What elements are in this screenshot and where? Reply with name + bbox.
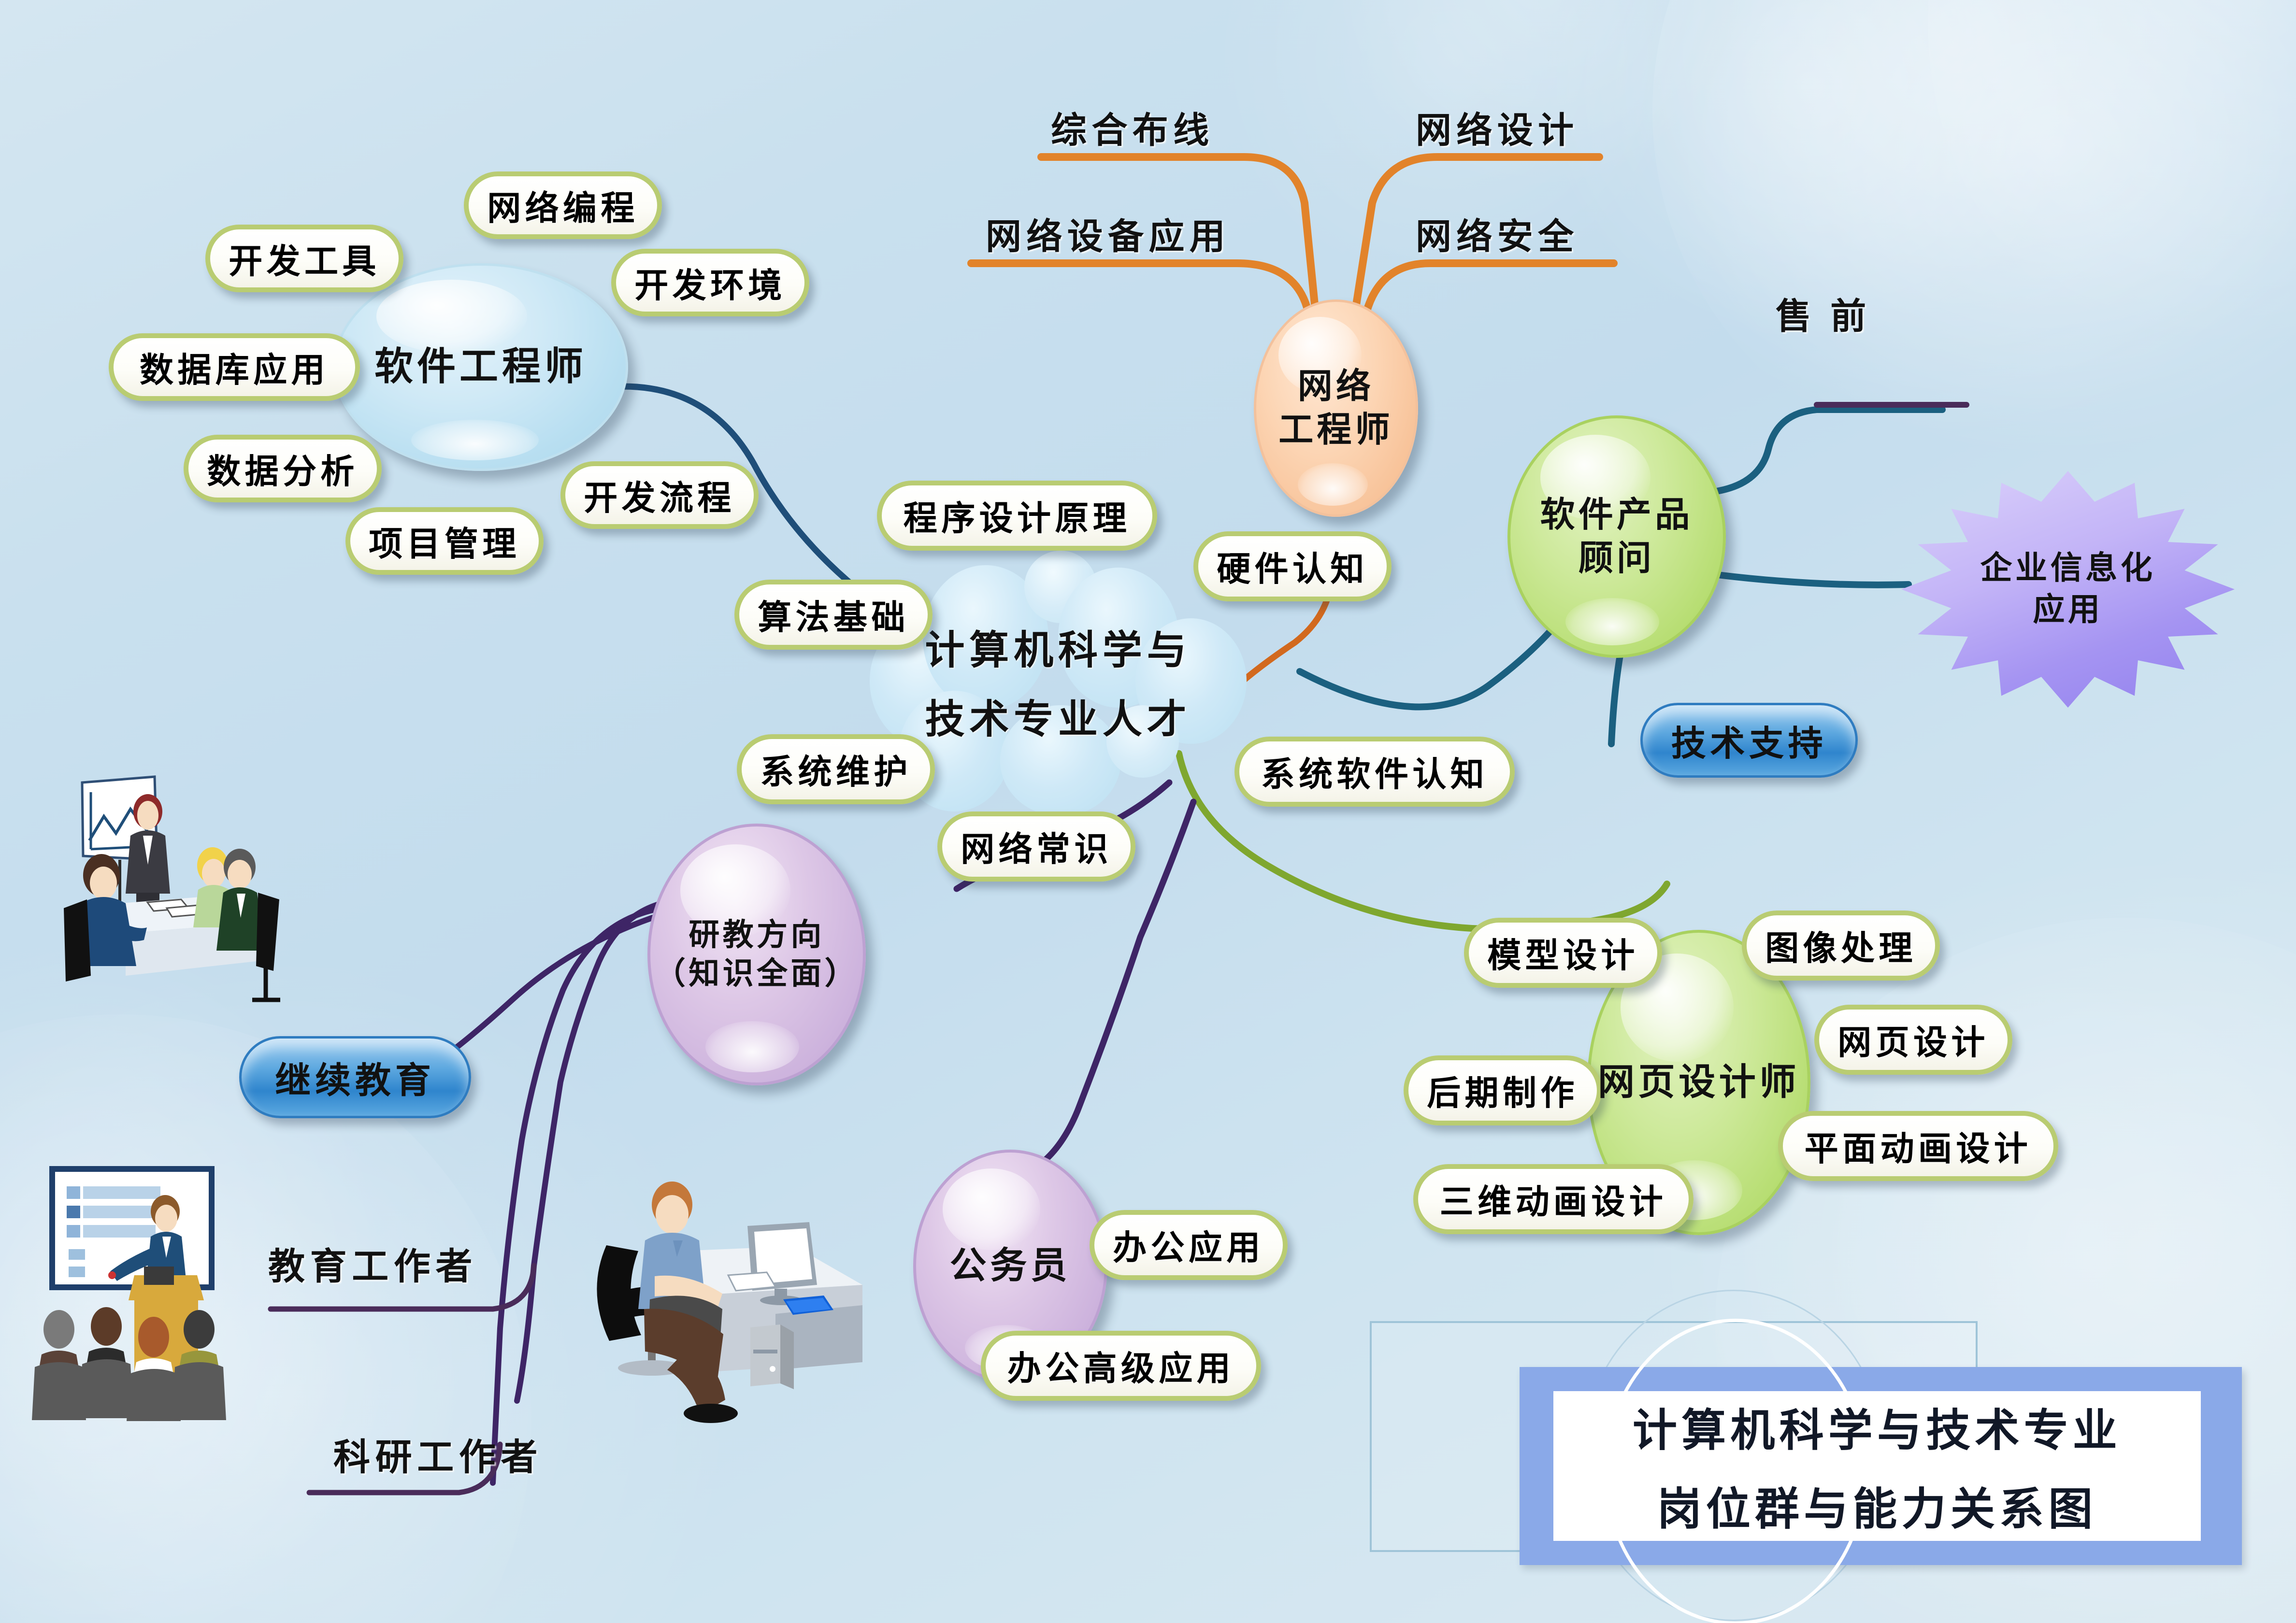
pill-label: 网络编程 (487, 190, 639, 228)
text-educator[interactable]: 教育工作者 (268, 1237, 477, 1290)
pill-image-processing[interactable]: 图像处理 (1742, 911, 1940, 981)
text-presales[interactable]: 售 前 (1776, 287, 1871, 339)
pill-network-programming[interactable]: 网络编程 (464, 171, 662, 239)
node-label-line2: （知识全面） (654, 956, 859, 991)
node-research-teaching[interactable]: 研教方向 （知识全面） (647, 824, 866, 1085)
node-label: 研教方向 （知识全面） (655, 916, 859, 993)
pill-label: 后期制作 (1427, 1075, 1578, 1112)
pill-model-design[interactable]: 模型设计 (1464, 918, 1662, 988)
gloss-highlight (376, 280, 527, 353)
pill-label: 硬件认知 (1217, 551, 1368, 588)
pill-label: 程序设计原理 (903, 500, 1131, 538)
pill-label: 办公高级应用 (1007, 1351, 1235, 1388)
pill-dev-environment[interactable]: 开发环境 (611, 249, 809, 316)
pill-project-management[interactable]: 项目管理 (345, 507, 544, 575)
node-label-line1: 网络 (1297, 367, 1375, 406)
pill-network-basics[interactable]: 网络常识 (937, 812, 1135, 882)
pill-system-software-cognition[interactable]: 系统软件认知 (1234, 737, 1515, 807)
pill-hardware-cognition[interactable]: 硬件认知 (1193, 531, 1392, 601)
pill-label: 网络常识 (961, 831, 1112, 868)
pill-label: 图像处理 (1765, 930, 1917, 968)
node-label: 公务员 (949, 1245, 1071, 1286)
capsule-label: 技术支持 (1671, 725, 1827, 763)
star-label-line2: 应用 (2033, 592, 2103, 627)
illustration-meeting (64, 775, 280, 1002)
text-label: 网络安全 (1416, 217, 1579, 257)
pill-label: 办公应用 (1113, 1230, 1264, 1267)
text-label: 网络设备应用 (986, 217, 1231, 257)
pill-3d-animation-design[interactable]: 三维动画设计 (1413, 1164, 1693, 1234)
title-line-1: 计算机科学与技术专业 (1632, 1406, 2122, 1455)
text-network-security[interactable]: 网络安全 (1416, 208, 1578, 259)
star-label-line1: 企业信息化 (1980, 551, 2156, 586)
text-researcher[interactable]: 科研工作者 (333, 1427, 543, 1481)
node-label-line2: 顾问 (1578, 539, 1655, 578)
capsule-label: 继续教育 (275, 1061, 435, 1101)
node-label: 网页设计师 (1598, 1062, 1800, 1103)
pill-label: 算法基础 (758, 599, 909, 637)
pill-program-design-principles[interactable]: 程序设计原理 (877, 481, 1157, 551)
text-label: 科研工作者 (333, 1438, 543, 1478)
pill-office-advanced-application[interactable]: 办公高级应用 (981, 1331, 1261, 1401)
pill-database-application[interactable]: 数据库应用 (109, 333, 360, 401)
gloss-highlight-bottom (411, 420, 539, 461)
illustration-lecture (32, 1166, 226, 1421)
node-label-line2: 工程师 (1278, 411, 1393, 449)
pill-label: 网页设计 (1837, 1025, 1989, 1062)
center-cloud-line1: 计算机科学与 (925, 628, 1191, 672)
node-label: 软件产品 顾问 (1540, 493, 1693, 580)
text-integrated-wiring[interactable]: 综合布线 (1051, 101, 1214, 153)
pill-data-analysis[interactable]: 数据分析 (184, 435, 382, 502)
illustration-desk-worker (597, 1182, 862, 1423)
pill-web-design[interactable]: 网页设计 (1814, 1005, 2012, 1075)
gloss-highlight-bottom (1297, 463, 1368, 506)
pill-label: 项目管理 (369, 526, 520, 563)
pill-label: 开发环境 (634, 267, 786, 305)
pill-label: 三维动画设计 (1439, 1184, 1667, 1221)
pill-system-maintenance[interactable]: 系统维护 (737, 734, 935, 804)
text-label: 网络设计 (1416, 111, 1579, 151)
pill-dev-process[interactable]: 开发流程 (560, 461, 759, 529)
pill-label: 开发工具 (229, 243, 380, 281)
pill-post-production[interactable]: 后期制作 (1404, 1055, 1602, 1125)
star-label: 企业信息化 应用 (1980, 548, 2156, 631)
title-plate: 计算机科学与技术专业 岗位群与能力关系图 (1553, 1391, 2201, 1541)
text-network-design[interactable]: 网络设计 (1416, 101, 1578, 153)
node-label-line1: 软件产品 (1540, 496, 1693, 534)
text-network-device-application[interactable]: 网络设备应用 (986, 208, 1230, 259)
pill-label: 模型设计 (1487, 938, 1639, 975)
center-cloud-line2: 技术专业人才 (925, 698, 1191, 741)
pill-algorithm-basics[interactable]: 算法基础 (734, 580, 933, 650)
star-enterprise-informatization[interactable]: 企业信息化 应用 (1901, 471, 2235, 708)
node-software-product-consultant[interactable]: 软件产品 顾问 (1507, 415, 1726, 658)
pill-label: 开发流程 (584, 480, 735, 517)
pill-label: 系统维护 (760, 754, 912, 791)
gloss-highlight-bottom (705, 1021, 799, 1072)
node-network-engineer[interactable]: 网络 工程师 (1254, 299, 1418, 517)
pill-label: 平面动画设计 (1804, 1131, 2032, 1168)
node-label: 网络 工程师 (1278, 365, 1393, 452)
gloss-highlight-bottom (1565, 598, 1659, 646)
pill-2d-animation-design[interactable]: 平面动画设计 (1778, 1111, 2058, 1181)
text-label: 售 前 (1776, 297, 1871, 337)
text-label: 教育工作者 (268, 1247, 478, 1287)
gloss-highlight (942, 1168, 1041, 1251)
pill-dev-tools[interactable]: 开发工具 (205, 225, 403, 292)
capsule-tech-support[interactable]: 技术支持 (1640, 703, 1858, 778)
title-line-2: 岗位群与能力关系图 (1657, 1485, 2097, 1534)
node-software-engineer[interactable]: 软件工程师 (333, 263, 628, 471)
pill-label: 数据分析 (207, 453, 359, 491)
pill-label: 数据库应用 (140, 352, 329, 389)
pill-office-application[interactable]: 办公应用 (1090, 1210, 1288, 1280)
node-label-line1: 研教方向 (689, 918, 825, 952)
capsule-continuing-education[interactable]: 继续教育 (239, 1036, 471, 1118)
pill-label: 系统软件认知 (1261, 756, 1489, 794)
node-label: 软件工程师 (374, 346, 587, 388)
text-label: 综合布线 (1051, 111, 1214, 151)
